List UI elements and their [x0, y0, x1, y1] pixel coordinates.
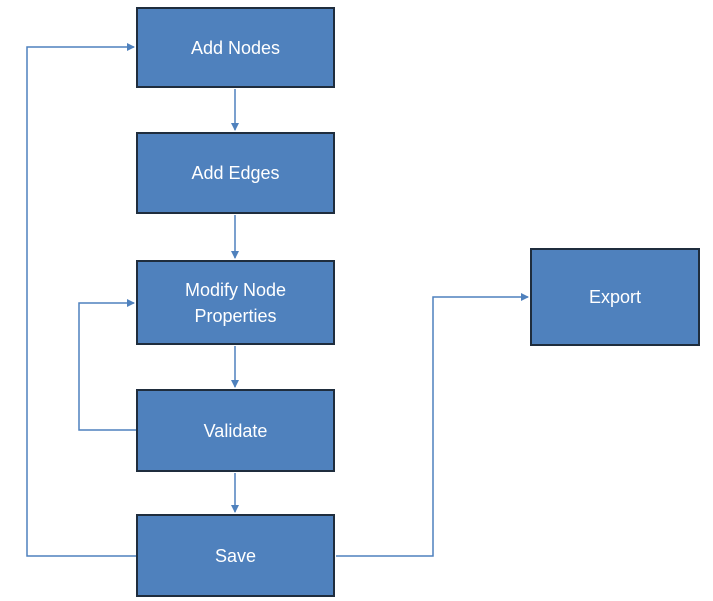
- edge-save-loop-to-add-nodes: [26, 43, 136, 557]
- edge-save-to-export: [336, 293, 529, 557]
- node-label: Add Edges: [191, 163, 280, 183]
- node-label: Modify Node Properties: [184, 279, 287, 326]
- node-save[interactable]: Save: [136, 514, 335, 597]
- node-add-edges[interactable]: Add Edges: [136, 132, 335, 214]
- node-add-nodes[interactable]: Add Nodes: [136, 7, 335, 88]
- node-modify-node-properties[interactable]: Modify Node Properties: [136, 260, 335, 345]
- node-validate[interactable]: Validate: [136, 389, 335, 472]
- node-label: Export: [588, 287, 642, 307]
- node-label: Add Nodes: [190, 37, 281, 58]
- node-label: Validate: [203, 420, 268, 441]
- edge-validate-loop-to-modify: [78, 299, 136, 431]
- node-label: Save: [214, 545, 257, 566]
- node-export[interactable]: Export: [530, 248, 700, 346]
